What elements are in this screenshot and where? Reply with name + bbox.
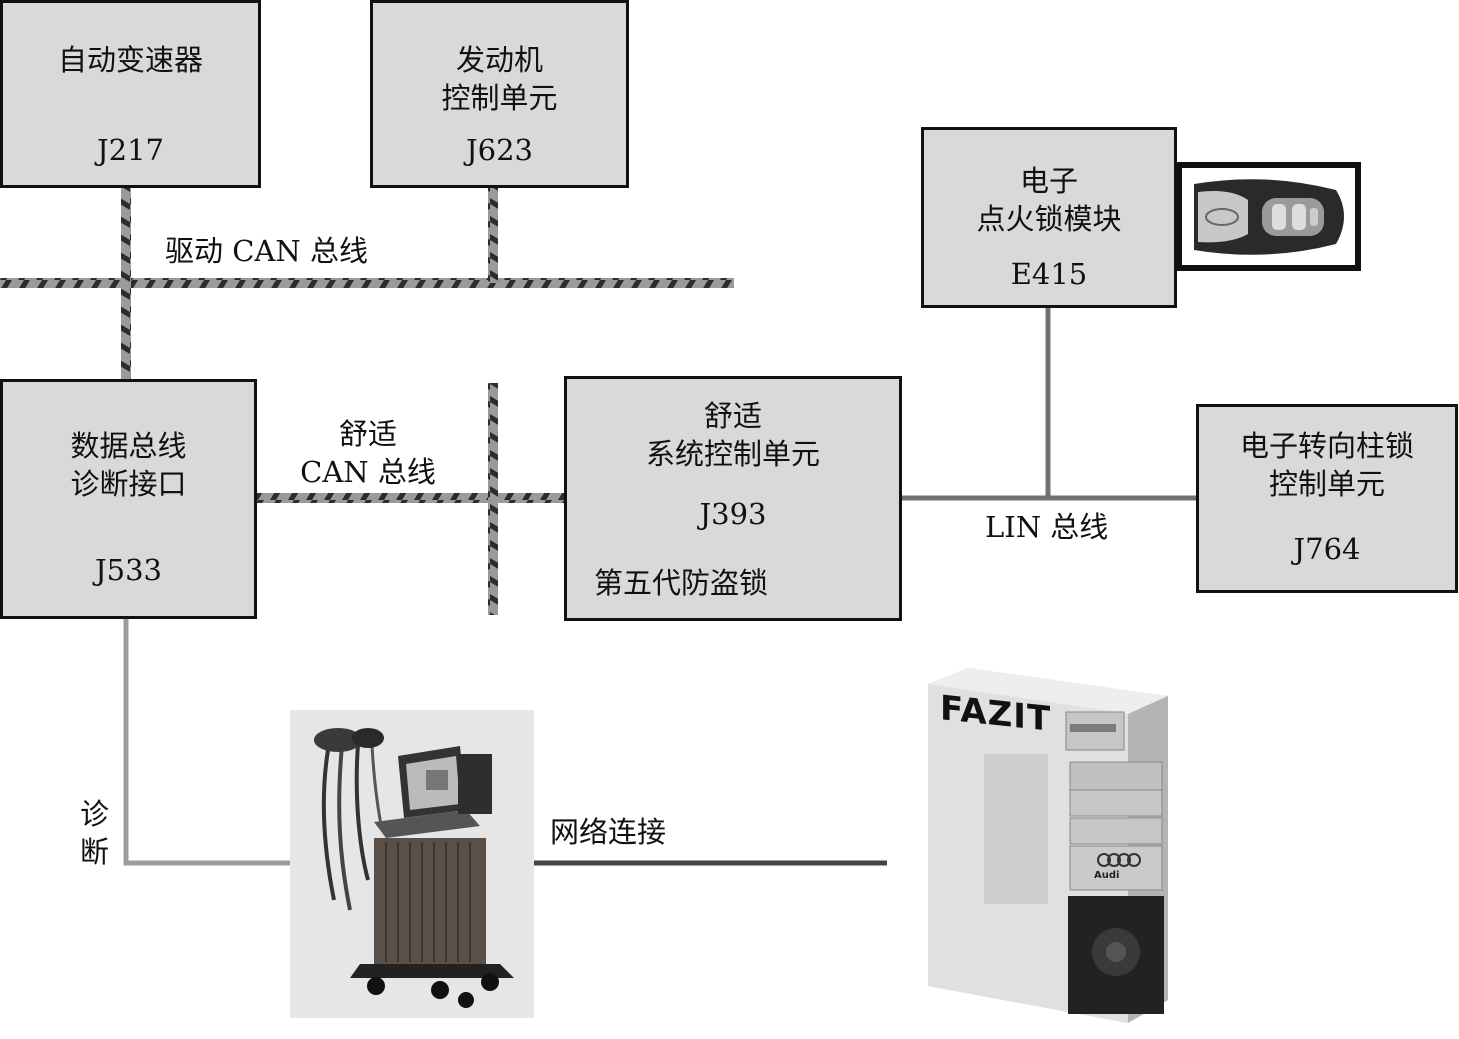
server-brand-label: Audi — [1094, 870, 1120, 881]
node-e415: 电子 点火锁模块 E415 — [921, 127, 1177, 308]
drive-can-drop-j217 — [121, 187, 131, 379]
node-j764-name-line1: 电子转向柱锁 — [1239, 429, 1414, 463]
node-e415-name-line2: 点火锁模块 — [976, 202, 1122, 236]
key-fob-image — [1176, 162, 1361, 271]
comfort-can-vertical — [488, 383, 498, 615]
lin-bus-label: LIN 总线 — [985, 510, 1109, 544]
node-j533-name-line2: 诊断接口 — [70, 467, 187, 501]
fazit-server-image: FAZIT Audi — [928, 668, 1173, 1023]
node-j533-code: J533 — [95, 553, 162, 587]
node-j533: 数据总线 诊断接口 J533 — [0, 379, 257, 619]
node-j217-name: 自动变速器 — [57, 43, 203, 77]
node-j623-code: J623 — [466, 133, 533, 167]
node-j217-code: J217 — [97, 133, 164, 167]
node-e415-code: E415 — [1010, 257, 1088, 291]
diagnosis-label-line1: 诊 — [80, 797, 110, 831]
node-j393-note: 第五代防盗锁 — [594, 566, 769, 600]
drive-can-drop-j623 — [488, 187, 498, 283]
node-j764-name-line2: 控制单元 — [1268, 467, 1385, 501]
node-j393-name-line1: 舒适 — [703, 399, 762, 433]
drive-can-label: 驱动 CAN 总线 — [165, 234, 368, 268]
comfort-can-label-line1: 舒适 — [338, 417, 397, 451]
node-j764-code: J764 — [1293, 532, 1361, 566]
diagnostic-tester-image — [290, 710, 534, 1018]
node-j393-name-line2: 系统控制单元 — [645, 437, 820, 471]
network-connection-label: 网络连接 — [550, 815, 667, 849]
node-j623-name-line2: 控制单元 — [441, 81, 558, 115]
diagnosis-label-line2: 断 — [80, 835, 110, 869]
node-j764: 电子转向柱锁 控制单元 J764 — [1196, 404, 1458, 593]
node-e415-name-line1: 电子 — [1019, 164, 1078, 198]
drive-can-bus — [0, 278, 734, 288]
node-j393: 舒适 系统控制单元 J393 第五代防盗锁 — [564, 376, 902, 621]
node-j623: 发动机 控制单元 J623 — [370, 0, 629, 188]
node-j393-code: J393 — [699, 497, 767, 531]
comfort-can-label-line2: CAN 总线 — [300, 455, 436, 489]
node-j623-name-line1: 发动机 — [455, 43, 543, 77]
diagnosis-line — [123, 618, 292, 866]
node-j217: 自动变速器 J217 — [0, 0, 261, 188]
comfort-can-bus — [256, 493, 566, 503]
node-j533-name-line1: 数据总线 — [70, 429, 187, 463]
